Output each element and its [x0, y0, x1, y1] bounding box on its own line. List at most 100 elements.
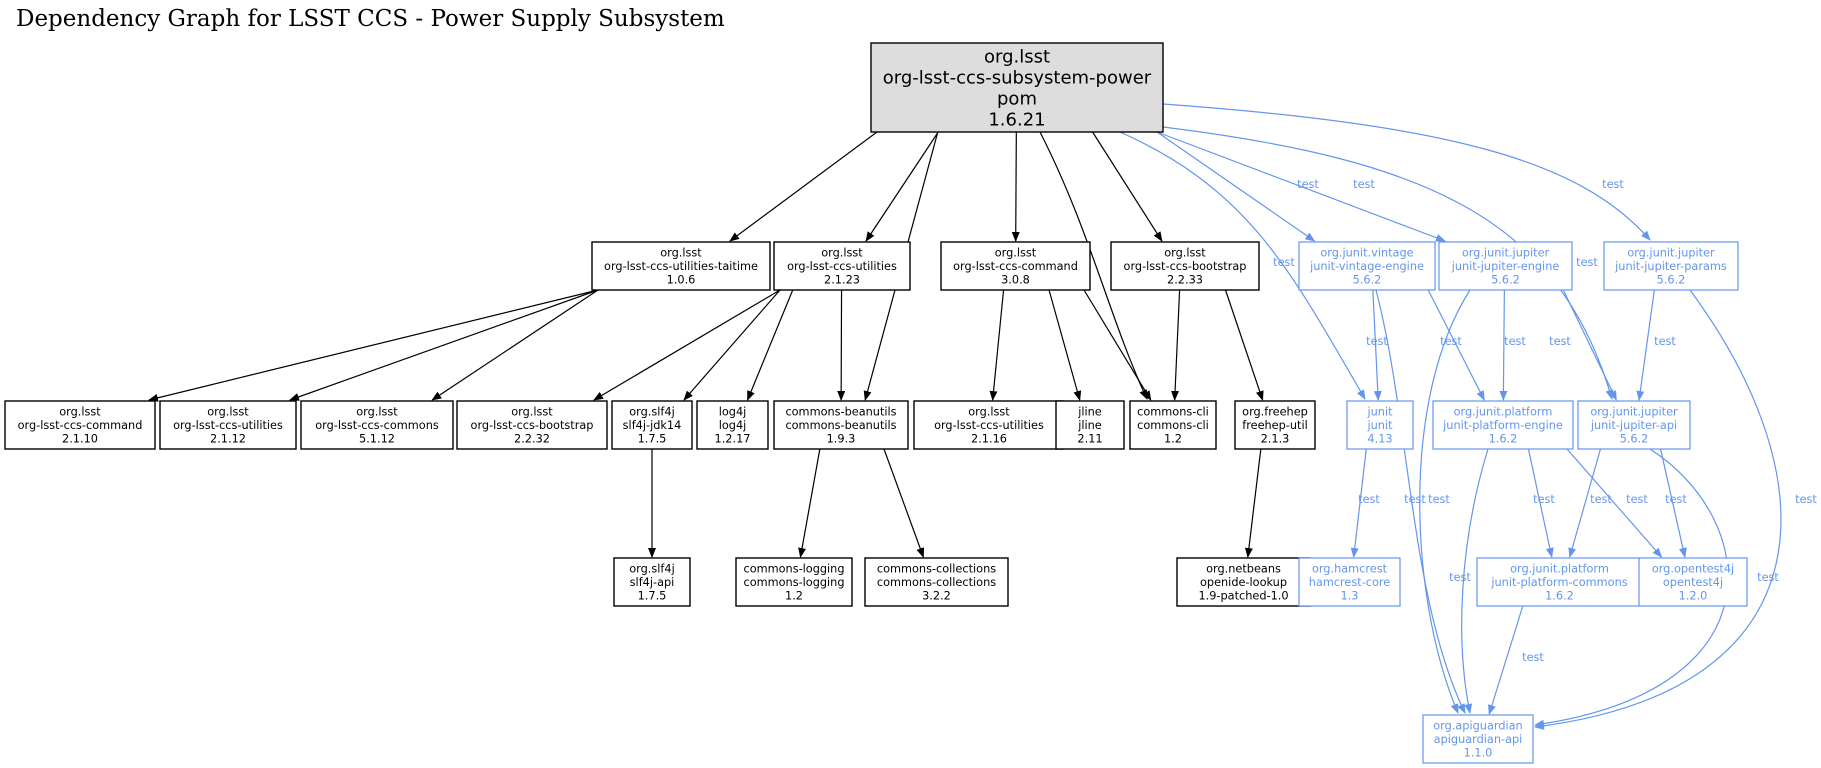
- edge-label-platcommons-to-apiguardian: test: [1522, 651, 1544, 664]
- node-box: [1129, 400, 1217, 450]
- node-label-line: org-lsst-ccs-commons: [315, 419, 439, 432]
- node-label-line: org.lsst: [207, 406, 249, 419]
- edge-beanutils-to-collections: [883, 448, 925, 558]
- node-label-line: 1.9-patched-1.0: [1198, 590, 1288, 603]
- node-label-line: commons-cli: [1137, 419, 1209, 432]
- edge-root-to-vintage: [1156, 131, 1316, 242]
- node-label-line: org.slf4j: [629, 563, 674, 576]
- node-label-line: opentest4j: [1663, 576, 1723, 589]
- node-box: [4, 400, 156, 450]
- edge-taitime-to-cmd2110: [148, 289, 599, 402]
- edge-label-vintage-to-junit: test: [1366, 335, 1388, 348]
- edge-cmd308-to-cli: [1083, 289, 1152, 401]
- edge-freehep-to-openide: [1244, 448, 1262, 558]
- edge-boot2233-to-cli: [1171, 289, 1181, 401]
- node-label-line: 2.1.23: [824, 274, 860, 287]
- node-box: [773, 241, 911, 291]
- edge-platengine-to-platcommons: [1527, 448, 1554, 558]
- node-label-line: org.junit.jupiter: [1590, 406, 1678, 419]
- node-label-line: log4j: [719, 406, 747, 419]
- edge-label-jupeng-to-apiguardian: test: [1428, 493, 1450, 506]
- node-label-line: org-lsst-ccs-utilities: [787, 260, 897, 273]
- edge-cmd308-to-jline: [1048, 289, 1082, 401]
- node-label-line: commons-beanutils: [785, 406, 896, 419]
- edge-label-platengine-to-platcommons: test: [1533, 493, 1555, 506]
- node-label-line: 5.1.12: [359, 433, 395, 446]
- node-label-line: 1.2: [1164, 433, 1182, 446]
- node-label-line: junit-jupiter-api: [1590, 419, 1677, 432]
- node-label-line: commons-collections: [877, 563, 996, 576]
- node-label-line: org.junit.vintage: [1320, 247, 1413, 260]
- node-label-line: 2.1.12: [210, 433, 246, 446]
- edge-label-root-to-jupparams: test: [1602, 178, 1624, 191]
- node-label-line: apiguardian-api: [1434, 733, 1523, 746]
- edge-util2123-to-slf4jjdk: [683, 289, 781, 401]
- edge-jupparams-to-apiguardian: [1534, 289, 1782, 730]
- node-label-line: org.apiguardian: [1433, 720, 1522, 733]
- edge-label-root-to-vintage: test: [1297, 178, 1319, 191]
- edge-platengine-to-apiguardian: [1461, 448, 1489, 714]
- edge-label-platengine-to-opentest4j: test: [1626, 493, 1648, 506]
- node-jupeng: org.junit.jupiterjunit-jupiter-engine5.6…: [1438, 241, 1573, 291]
- edge-root-to-util2123: [865, 131, 939, 242]
- node-label-line: org.lsst: [995, 247, 1037, 260]
- edge-jupeng-to-jupapi: [1562, 289, 1617, 401]
- edge-taitime-to-util2112: [289, 289, 599, 401]
- node-label-line: org.lsst: [660, 247, 702, 260]
- edge-junit-to-hamcrest: [1350, 448, 1367, 558]
- node-label-line: 1.6.21: [988, 109, 1045, 130]
- node-label-line: org.netbeans: [1206, 563, 1281, 576]
- node-label-line: openide-lookup: [1200, 576, 1287, 589]
- node-label-line: jline: [1077, 419, 1102, 432]
- node-box: [1110, 241, 1260, 291]
- node-box: [300, 400, 454, 450]
- edge-util2123-to-log4j: [747, 289, 794, 401]
- node-label-line: freehep-util: [1242, 419, 1308, 432]
- node-box: [773, 400, 909, 450]
- node-label-line: org.junit.platform: [1510, 563, 1609, 576]
- node-label-line: org.lsst: [59, 406, 101, 419]
- node-label-line: slf4j-api: [630, 576, 675, 589]
- node-label-line: org-lsst-ccs-bootstrap: [471, 419, 594, 432]
- node-label-line: 2.2.33: [1167, 274, 1203, 287]
- edge-platengine-to-opentest4j: [1566, 448, 1663, 558]
- node-label-line: org.junit.jupiter: [1627, 247, 1715, 260]
- node-label-line: 1.7.5: [638, 433, 667, 446]
- node-label-line: org.junit.jupiter: [1462, 247, 1550, 260]
- node-box: [159, 400, 297, 450]
- node-box: [1298, 241, 1436, 291]
- node-label-line: 5.6.2: [1353, 274, 1382, 287]
- edge-label-jupeng-to-jupapi: test: [1549, 335, 1571, 348]
- edge-jupapi-to-opentest4j: [1659, 448, 1687, 558]
- node-label-line: org.opentest4j: [1652, 563, 1734, 576]
- node-label-line: org.lsst: [984, 46, 1050, 67]
- node-label-line: commons-logging: [743, 563, 844, 576]
- node-label-line: org.junit.platform: [1454, 406, 1553, 419]
- node-box: [870, 42, 1164, 133]
- node-label-line: 1.0.6: [667, 274, 696, 287]
- node-label-line: 1.2: [785, 590, 803, 603]
- node-label-line: org.lsst: [821, 247, 863, 260]
- node-label-line: 1.7.5: [638, 590, 667, 603]
- edge-root-to-junit: [1119, 131, 1366, 400]
- node-box: [864, 557, 1009, 607]
- node-label-line: org-lsst-ccs-utilities-taitime: [604, 260, 758, 273]
- node-box: [1432, 400, 1574, 450]
- edge-label-root-to-jupeng: test: [1353, 178, 1375, 191]
- edge-layer: [148, 103, 1782, 730]
- edge-root-to-boot2233: [1092, 131, 1163, 242]
- node-box: [696, 400, 769, 450]
- node-label-line: org.lsst: [968, 406, 1010, 419]
- node-label-line: 2.1.10: [62, 433, 98, 446]
- node-label-line: 5.6.2: [1491, 274, 1520, 287]
- edge-label-jupapi-to-opentest4j: test: [1665, 493, 1687, 506]
- edge-label-jupparams-to-jupapi: test: [1654, 335, 1676, 348]
- edge-label-jupapi-to-apiguardian: test: [1757, 571, 1779, 584]
- node-label-line: 2.11: [1077, 433, 1102, 446]
